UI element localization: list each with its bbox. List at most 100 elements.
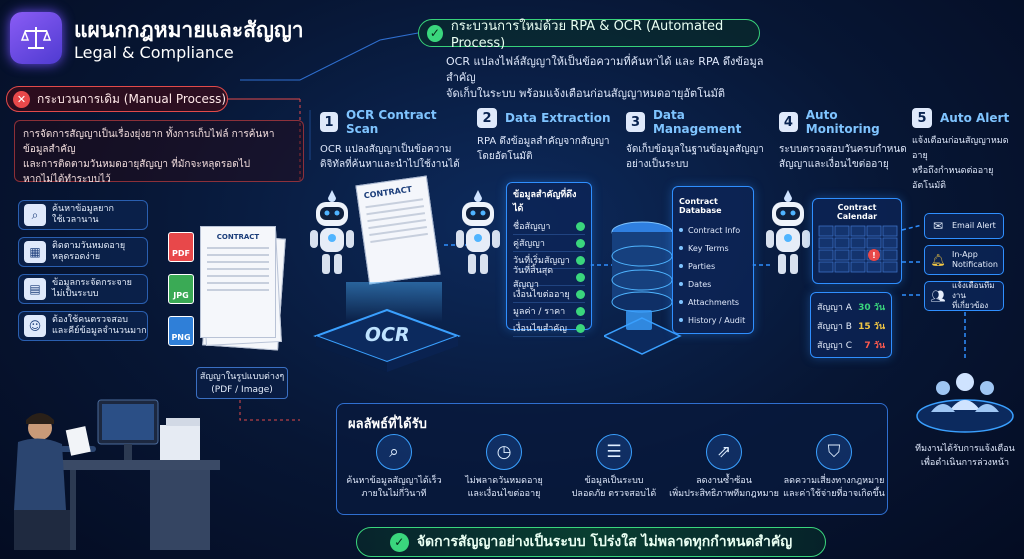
check-icon: ✓ (389, 532, 409, 552)
robot-icon (310, 190, 354, 274)
new-process-desc-line: จัดเก็บในระบบ พร้อมแจ้งเตือนก่อนสัญญาหมด… (446, 87, 725, 100)
growth-chart-icon: ⇗ (706, 434, 742, 470)
result-item: ⛉ ลดความเสี่ยงทางกฎหมายและค่าใช้จ่ายที่อ… (779, 434, 889, 501)
pain-label: ไม่เป็นระบบ (52, 289, 99, 299)
step-title: Auto Alert (940, 111, 1010, 125)
pain-point-item: ⌕ ค้นหาข้อมูลยากใช้เวลานาน (18, 200, 148, 230)
database-item-label: Contract Info (688, 225, 741, 235)
check-icon (576, 289, 585, 299)
key-data-panel: ข้อมูลสำคัญที่ดึงได้ ชื่อสัญญา คู่สัญญา … (506, 182, 592, 337)
database-item: History / Audit (679, 311, 747, 329)
step-desc-line: จัดเก็บข้อมูลในฐานข้อมูลสัญญา (626, 144, 764, 155)
bell-icon: 🔔︎ (930, 253, 946, 267)
database-item: Parties (679, 257, 747, 275)
database-title: Contract Database (679, 197, 722, 215)
robot-icon (766, 190, 810, 274)
check-icon: ✓ (427, 24, 443, 42)
step-number: 1 (320, 112, 338, 132)
contract-database-panel: Contract Database Contract Info Key Term… (672, 186, 754, 334)
step-data-management: 3 Data Management จัดเก็บข้อมูลในฐานข้อม… (626, 108, 771, 172)
new-process-description: OCR แปลงไฟล์สัญญาให้เป็นข้อความที่ค้นหาไ… (446, 54, 766, 102)
png-file-icon: PNG (168, 316, 194, 346)
caption-line: (PDF / Image) (211, 385, 273, 395)
database-item-label: History / Audit (688, 315, 746, 325)
result-label: ลดความเสี่ยงทางกฎหมาย (783, 476, 885, 486)
contract-paper-stack: CONTRACT (200, 226, 286, 352)
pain-label: ต้องใช้คนตรวจสอบ (52, 315, 128, 325)
new-process-banner: ✓ กระบวนการใหม่ด้วย RPA & OCR (Automated… (418, 19, 760, 51)
team-alert-box: 👥︎ แจ้งเตือนทีมงานที่เกี่ยวข้อง (924, 281, 1004, 311)
step-desc-line: OCR แปลงสัญญาเป็นข้อความ (320, 144, 452, 155)
result-label: เพิ่มประสิทธิภาพทีมกฎหมาย (669, 489, 779, 499)
calendar-grid: ! (818, 225, 898, 273)
database-item: Key Terms (679, 239, 747, 257)
alert-label: In-App (952, 250, 978, 259)
step-ocr-contract-scan: 1 OCR Contract Scan OCR แปลงสัญญาเป็นข้อ… (320, 108, 460, 172)
alert-label: ที่เกี่ยวข้อง (952, 301, 989, 310)
step-title: Data Extraction (505, 111, 611, 125)
pain-point-item: ▦ ติดตามวันหมดอายุหลุดรอดง่าย (18, 237, 148, 267)
ocr-contract-document: CONTRACT (355, 175, 441, 285)
step-auto-alert: 5 Auto Alert แจ้งเตือนก่อนสัญญาหมดอายุหร… (912, 108, 1022, 194)
key-data-label: วันที่เริ่มสัญญา (513, 256, 570, 266)
ocr-platform (313, 308, 461, 372)
key-data-row: ชื่อสัญญา (513, 218, 585, 235)
calendar-title: Contract Calendar (836, 203, 878, 221)
caption-line: สัญญาในรูปแบบต่างๆ (199, 372, 285, 382)
key-data-row: มูลค่า / ราคา (513, 303, 585, 320)
result-label: และค่าใช้จ่ายที่อาจเกิดขึ้น (783, 489, 885, 499)
key-data-label: เงื่อนไขต่ออายุ (513, 290, 570, 300)
ocr-platform-label: OCR (362, 324, 412, 346)
step-number: 3 (626, 112, 645, 132)
database-item: Attachments (679, 293, 747, 311)
key-data-label: คู่สัญญา (513, 239, 545, 249)
key-data-row: เงื่อนไขต่ออายุ (513, 286, 585, 303)
manual-desc-line: และการติดตามวันหมดอายุสัญญา ที่มักจะหลุด… (23, 159, 251, 170)
key-data-label: ชื่อสัญญา (513, 222, 551, 232)
database-item-label: Parties (688, 261, 716, 271)
alert-label: Notification (952, 260, 998, 269)
key-data-row: วันที่เริ่มสัญญา (513, 252, 585, 269)
search-icon: ⌕ (376, 434, 412, 470)
x-icon: ✕ (13, 90, 30, 108)
days-remaining: 7 วัน (864, 340, 885, 351)
document-icon: ▤ (24, 278, 46, 300)
manual-process-banner: ✕ กระบวนการเดิม (Manual Process) (6, 86, 228, 112)
check-icon (576, 255, 585, 265)
search-icon: ⌕ (24, 204, 46, 226)
check-icon (576, 323, 585, 333)
stack-doc-title: CONTRACT (216, 233, 260, 241)
pain-label: ติดตามวันหมดอายุ (52, 241, 126, 251)
step-desc-line: ดิจิทัลที่ค้นหาและนำไปใช้งานได้ (320, 159, 460, 170)
bottom-banner-text: จัดการสัญญาอย่างเป็นระบบ โปร่งใส ไม่พลาด… (416, 534, 793, 550)
result-item: ⌕ ค้นหาข้อมูลสัญญาได้เร็วภายในไม่กี่วินา… (339, 434, 449, 501)
result-label: ไม่พลาดวันหมดอายุ (465, 476, 543, 486)
result-label: ค้นหาข้อมูลสัญญาได้เร็ว (346, 476, 442, 486)
days-remaining: 15 วัน (858, 321, 885, 332)
pdf-file-icon: PDF (168, 232, 194, 262)
result-item: ◷ ไม่พลาดวันหมดอายุและเงื่อนไขต่ออายุ (449, 434, 559, 501)
mail-icon: ✉ (932, 219, 944, 233)
result-item: ☰ ข้อมูลเป็นระบบปลอดภัย ตรวจสอบได้ (559, 434, 669, 501)
database-item-label: Attachments (688, 297, 740, 307)
check-icon (576, 306, 585, 316)
result-label: ข้อมูลเป็นระบบ (584, 476, 644, 486)
database-item-label: Dates (688, 279, 712, 289)
step-title: OCR Contract Scan (345, 108, 437, 136)
key-data-row: วันที่สิ้นสุดสัญญา (513, 266, 585, 290)
check-icon (576, 238, 585, 248)
legal-logo (10, 12, 62, 64)
key-data-row: คู่สัญญา (513, 235, 585, 252)
result-label: ปลอดภัย ตรวจสอบได้ (571, 489, 657, 499)
step-data-extraction: 2 Data Extraction RPA ดึงข้อมูลสำคัญจากส… (477, 108, 617, 164)
manual-process-label: กระบวนการเดิม (Manual Process) (37, 91, 227, 106)
team-people-icon (916, 373, 1014, 433)
key-data-label: วันที่สิ้นสุดสัญญา (513, 266, 554, 290)
jpg-file-icon: JPG (168, 274, 194, 304)
alert-label: Email Alert (952, 221, 996, 230)
people-icon: 👥︎ (930, 289, 946, 303)
result-label: และเงื่อนไขต่ออายุ (467, 489, 541, 499)
step-desc-line: อย่างเป็นระบบ (626, 159, 689, 170)
